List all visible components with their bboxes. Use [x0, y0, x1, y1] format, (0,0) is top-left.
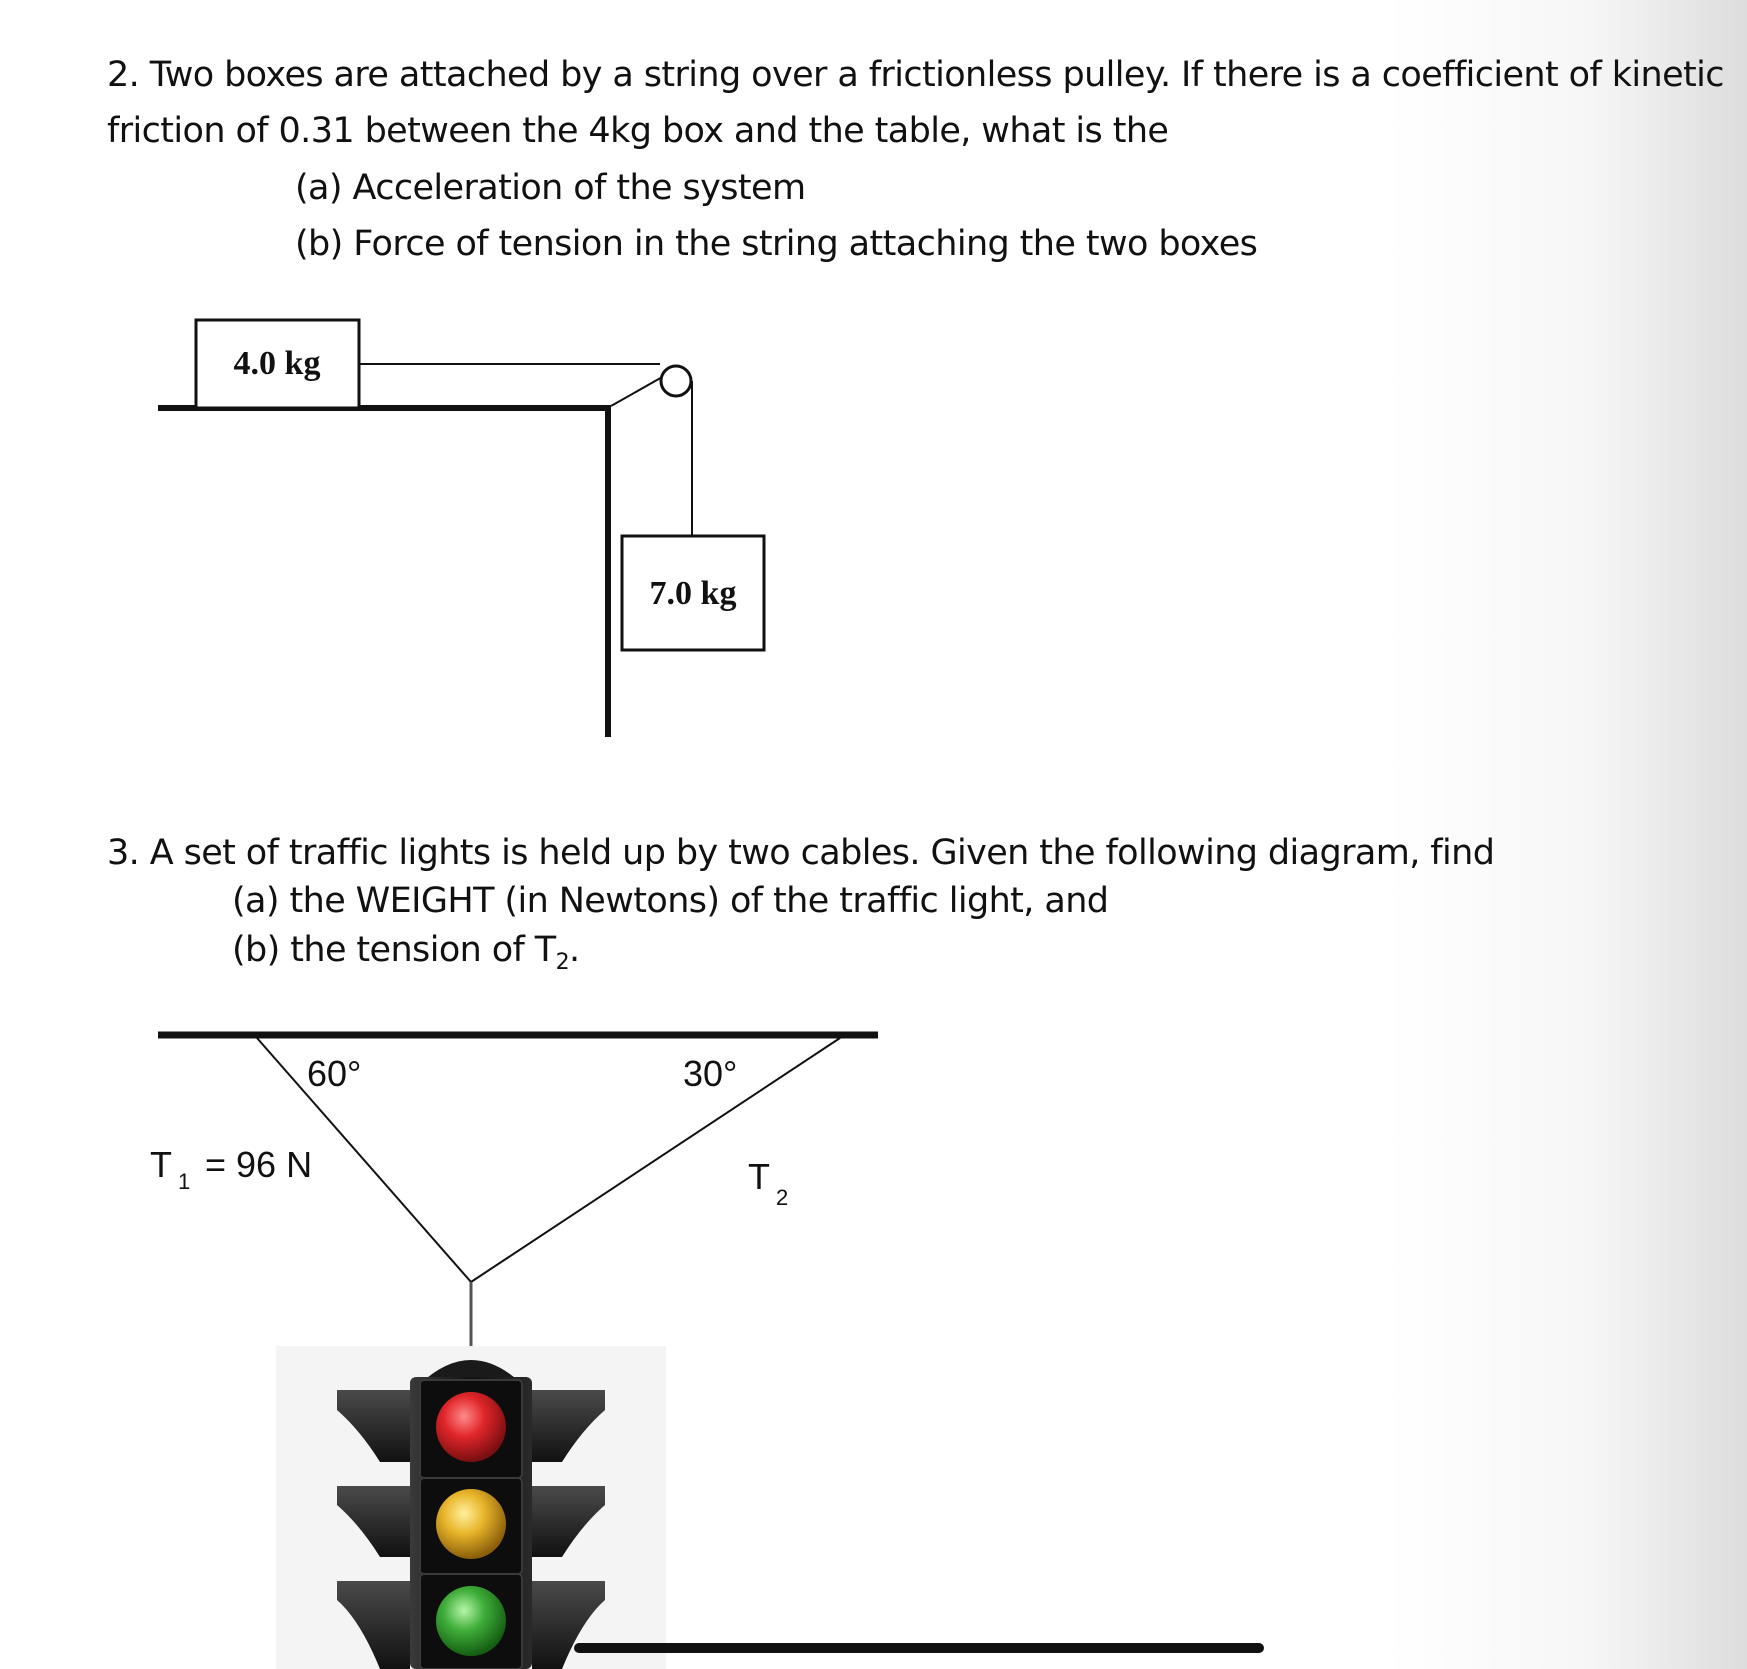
traffic-light-icon	[337, 1360, 605, 1669]
q3-part-b-subscript: 2	[555, 950, 570, 975]
red-lamp	[436, 1392, 506, 1462]
q2-line-1: 2. Two boxes are attached by a string ov…	[107, 55, 1725, 95]
t2-subscript: 2	[776, 1185, 788, 1210]
box-4kg-label: 4.0 kg	[234, 345, 321, 382]
q2-line-2: friction of 0.31 between the 4kg box and…	[107, 111, 1169, 151]
box-7kg-label: 7.0 kg	[650, 575, 737, 612]
t1-subscript: 1	[178, 1169, 190, 1194]
angle-60-label: 60°	[307, 1053, 361, 1094]
q3-part-b-period: .	[568, 930, 580, 970]
t1-value: = 96 N	[205, 1144, 312, 1185]
box-7kg	[620, 534, 766, 652]
home-indicator-bar[interactable]	[574, 1643, 1264, 1653]
green-lamp	[436, 1586, 506, 1656]
q3-line-1: 3. A set of traffic lights is held up by…	[107, 833, 1495, 873]
yellow-lamp	[436, 1489, 506, 1559]
q2-part-a: (a) Acceleration of the system	[295, 168, 806, 208]
pulley-bracket	[610, 375, 665, 407]
q3-part-b: (b) the tension of T2.	[232, 933, 580, 974]
q2-part-b: (b) Force of tension in the string attac…	[295, 224, 1258, 264]
cable-t1	[256, 1037, 472, 1283]
q3-part-b-text: (b) the tension of T	[232, 930, 556, 970]
cable-t2	[470, 1037, 841, 1283]
t2-letter: T	[748, 1156, 770, 1197]
box-4kg	[194, 318, 361, 410]
angle-30-label: 30°	[683, 1053, 737, 1094]
q3-part-a: (a) the WEIGHT (in Newtons) of the traff…	[232, 881, 1109, 921]
t1-letter: T	[150, 1144, 172, 1185]
